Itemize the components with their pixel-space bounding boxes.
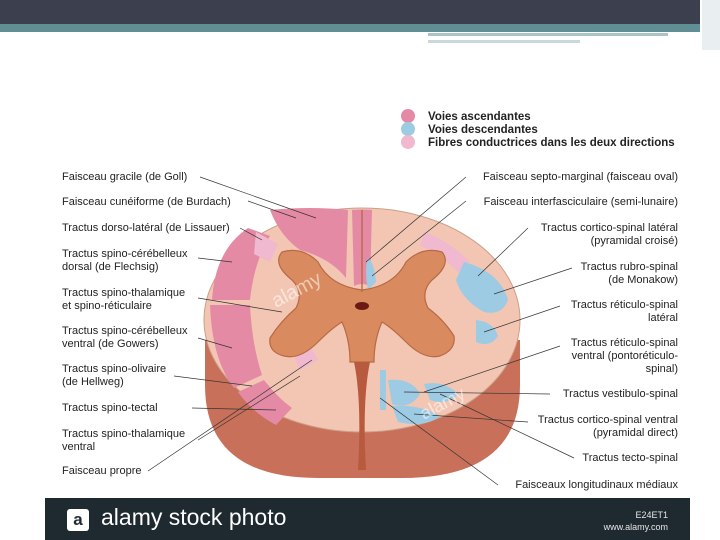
label-rubrospinal-2: (de Monakow) bbox=[608, 274, 678, 286]
label-reticulospinal-lateral-1: Tractus réticulo-spinal bbox=[571, 299, 678, 311]
label-spinothalamic-ventral-2: ventral bbox=[62, 441, 95, 453]
label-corticospinal-ventral-2: (pyramidal direct) bbox=[593, 427, 678, 439]
legend-label-descending: Voies descendantes bbox=[428, 124, 538, 136]
label-gracile: Faisceau gracile (de Goll) bbox=[62, 171, 187, 183]
label-corticospinal-lateral-2: (pyramidal croisé) bbox=[591, 235, 678, 247]
stock-photo-banner: a alamy stock photo E24ET1 www.alamy.com bbox=[45, 498, 690, 540]
label-spino-olivary-2: (de Hellweg) bbox=[62, 376, 124, 388]
label-spinocerebellar-ventral-1: Tractus spino-cérébelleux bbox=[62, 325, 188, 337]
label-reticulospinal-ventral-2: ventral (pontoréticulo- bbox=[572, 350, 679, 362]
label-longitudinal-medial: Faisceaux longitudinaux médiaux bbox=[515, 479, 678, 491]
label-tectospinal: Tractus tecto-spinal bbox=[582, 452, 678, 464]
alamy-logo-icon: a bbox=[67, 509, 89, 531]
label-cuneiform: Faisceau cunéiforme (de Burdach) bbox=[62, 196, 231, 208]
label-spinothalamic-2: et spino-réticulaire bbox=[62, 300, 152, 312]
label-dorsolateral: Tractus dorso-latéral (de Lissauer) bbox=[62, 222, 230, 234]
label-septomarginal: Faisceau septo-marginal (faisceau oval) bbox=[483, 171, 678, 183]
legend-swatch-descending bbox=[401, 122, 415, 136]
central-canal bbox=[355, 302, 369, 310]
banner-image-info: E24ET1 www.alamy.com bbox=[604, 509, 668, 533]
legend-swatch-both bbox=[401, 135, 415, 149]
fasciculus-longitudinal-medial bbox=[380, 370, 386, 410]
label-fasciculus-proprius: Faisceau propre bbox=[62, 465, 142, 477]
label-corticospinal-lateral-1: Tractus cortico-spinal latéral bbox=[541, 222, 678, 234]
label-spinocerebellar-ventral-2: ventral (de Gowers) bbox=[62, 338, 159, 350]
legend: Voies ascendantes Voies descendantes Fib… bbox=[401, 109, 675, 149]
label-corticospinal-ventral-1: Tractus cortico-spinal ventral bbox=[538, 414, 678, 426]
label-reticulospinal-ventral-1: Tractus réticulo-spinal bbox=[571, 337, 678, 349]
site-url: www.alamy.com bbox=[604, 521, 668, 533]
label-interfascicular: Faisceau interfasciculaire (semi-lunaire… bbox=[484, 196, 678, 208]
legend-label-ascending: Voies ascendantes bbox=[428, 111, 531, 123]
label-spinothalamic-1: Tractus spino-thalamique bbox=[62, 287, 185, 299]
image-id: E24ET1 bbox=[604, 509, 668, 521]
label-spinotectal: Tractus spino-tectal bbox=[62, 402, 158, 414]
label-spino-olivary-1: Tractus spino-olivaire bbox=[62, 363, 166, 375]
label-reticulospinal-ventral-3: spinal) bbox=[646, 363, 678, 375]
label-rubrospinal-1: Tractus rubro-spinal bbox=[581, 261, 678, 273]
label-spinocerebellar-dorsal-2: dorsal (de Flechsig) bbox=[62, 261, 159, 273]
banner-text: alamy stock photo bbox=[101, 504, 286, 531]
label-vestibulospinal: Tractus vestibulo-spinal bbox=[563, 388, 678, 400]
label-spinothalamic-ventral-1: Tractus spino-thalamique bbox=[62, 428, 185, 440]
label-reticulospinal-lateral-2: latéral bbox=[648, 312, 678, 324]
label-spinocerebellar-dorsal-1: Tractus spino-cérébelleux bbox=[62, 248, 188, 260]
legend-label-both: Fibres conductrices dans les deux direct… bbox=[428, 137, 675, 149]
legend-swatch-ascending bbox=[401, 109, 415, 123]
